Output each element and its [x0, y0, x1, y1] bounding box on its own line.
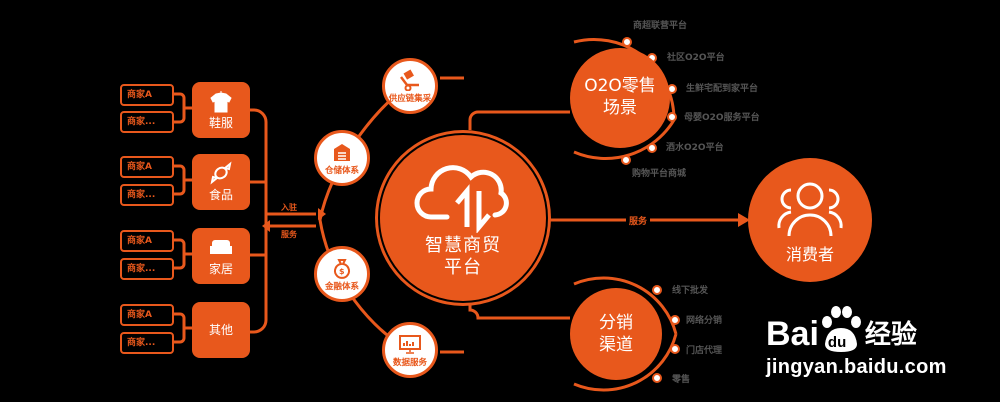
service-label: 数据服务 [392, 358, 427, 368]
consumer-node: 消费者 [748, 158, 872, 282]
category-label: 鞋服 [208, 116, 233, 130]
cloud-sync-icon [380, 155, 546, 235]
o2o-item: 母婴O2O服务平台 [684, 113, 760, 123]
service-warehouse: 仓储体系 [314, 130, 370, 186]
category-food: 食品 [192, 154, 250, 210]
o2o-item: 酒水O2O平台 [666, 143, 724, 153]
distribution-item: 门店代理 [686, 346, 723, 356]
smart-trade-platform-hub: 智慧商贸 平台 [378, 133, 548, 303]
merchant-box: 商家... [120, 332, 174, 354]
consumer-arrow-label: 服务 [626, 214, 651, 227]
o2o-title: O2O零售 [584, 76, 656, 96]
merchant-box: 商家A [120, 304, 174, 326]
service-finance: $ 金融体系 [314, 246, 370, 302]
money-bag-icon: $ [317, 255, 367, 281]
category-label: 家居 [208, 262, 233, 276]
service-label: 供应链集采 [388, 94, 432, 104]
baidu-logo: Bai du 经验 [766, 304, 917, 354]
service-label: 金融体系 [324, 282, 359, 292]
distribution-item: 零售 [672, 375, 691, 385]
merchant-box: 商家... [120, 184, 174, 206]
consumer-label: 消费者 [785, 245, 834, 264]
merchant-box: 商家A [120, 230, 174, 252]
hub-title: 平台 [444, 257, 482, 278]
paw-icon: du [819, 304, 863, 354]
sofa-icon [192, 233, 250, 261]
svg-text:$: $ [339, 267, 345, 276]
watermark-url: jingyan.baidu.com [766, 356, 947, 378]
o2o-item: 社区O2O平台 [667, 53, 725, 63]
o2o-title: 场景 [603, 98, 637, 118]
shirt-icon [192, 87, 250, 115]
category-home: 家居 [192, 228, 250, 284]
flow-label-enter: 入驻 [281, 203, 297, 212]
category-label: 其他 [208, 323, 233, 337]
candy-icon [192, 159, 250, 187]
merchant-box: 商家... [120, 258, 174, 280]
baidu-jingyan-text: 经验 [864, 320, 917, 350]
distribution-channel-node: 分销 渠道 [570, 288, 662, 380]
merchant-box: 商家A [120, 156, 174, 178]
baidu-brand-text: Bai [766, 315, 819, 353]
service-data: 数据服务 [382, 322, 438, 378]
o2o-retail-node: O2O零售 场景 [570, 48, 670, 148]
hub-title: 智慧商贸 [425, 235, 501, 256]
distribution-item: 线下批发 [672, 286, 709, 296]
service-supply-chain: 供应链集采 [382, 58, 438, 114]
users-icon [748, 180, 872, 238]
category-label: 食品 [208, 188, 233, 202]
o2o-item: 商超联营平台 [633, 21, 688, 31]
distribution-title: 分销 [599, 313, 633, 333]
category-other: 其他 [192, 302, 250, 358]
o2o-item: 购物平台商城 [632, 169, 687, 179]
cart-icon [385, 67, 435, 93]
baidu-du-text: du [827, 334, 847, 351]
warehouse-icon [317, 139, 367, 165]
flow-label-service: 服务 [281, 230, 297, 239]
merchant-box: 商家A [120, 84, 174, 106]
data-screen-icon [385, 331, 435, 357]
distribution-item: 网络分销 [686, 316, 723, 326]
category-apparel: 鞋服 [192, 82, 250, 138]
service-label: 仓储体系 [324, 166, 359, 176]
o2o-item: 生鲜宅配到家平台 [686, 84, 759, 94]
merchant-box: 商家... [120, 111, 174, 133]
distribution-title: 渠道 [599, 335, 633, 355]
